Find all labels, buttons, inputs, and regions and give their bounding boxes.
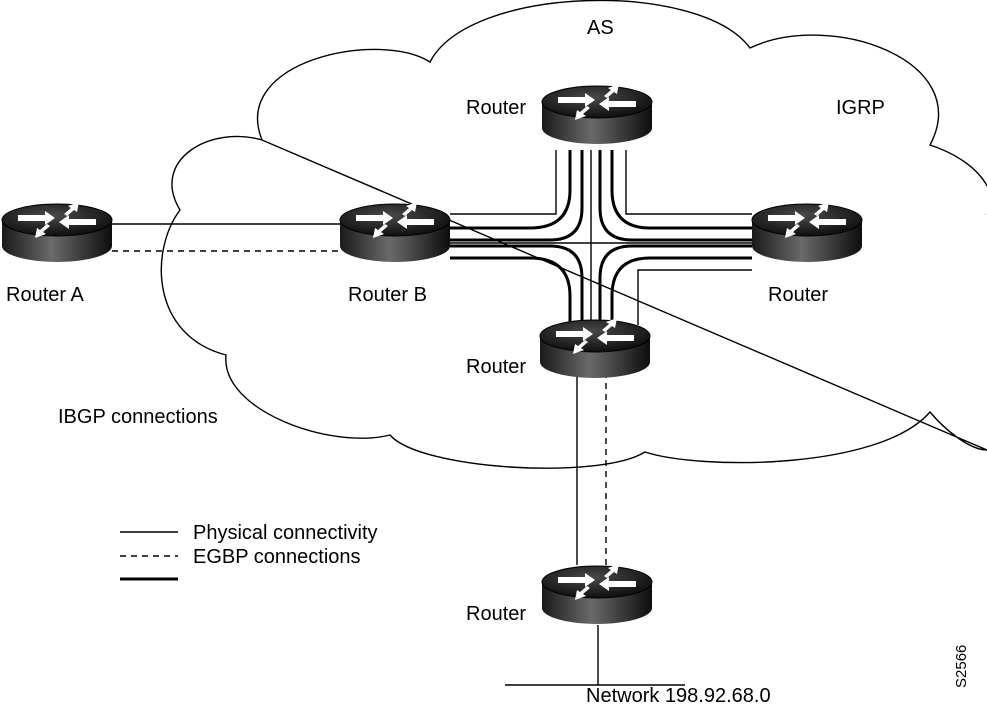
router-right-label: Router: [768, 284, 828, 306]
router-bottom-icon: [539, 317, 651, 379]
router-a-icon: [1, 201, 113, 263]
physical-links-inner: [450, 150, 752, 325]
network-label: Network 198.92.68.0: [586, 685, 771, 706]
protocol-label: IGRP: [836, 97, 885, 119]
router-bottom-label: Router: [466, 356, 526, 378]
ibgp-label: IBGP connections: [58, 406, 218, 428]
router-b-label: Router B: [348, 284, 427, 306]
router-a-label: Router A: [6, 284, 84, 306]
cloud-label: AS: [587, 17, 614, 39]
figure-id: S2566: [953, 645, 970, 688]
router-top-label: Router: [466, 97, 526, 119]
router-right-icon: [751, 201, 863, 263]
router-top-icon: [541, 83, 653, 145]
router-external-label: Router: [466, 603, 526, 625]
as-cloud: [160, 0, 987, 469]
legend-physical-label: Physical connectivity: [193, 522, 378, 544]
legend-egbp-label: EGBP connections: [193, 546, 361, 568]
legend: Physical connectivity EGBP connections: [120, 522, 378, 581]
igrp-links: [450, 150, 752, 325]
router-b-icon: [339, 201, 451, 263]
router-external-icon: [541, 563, 653, 625]
